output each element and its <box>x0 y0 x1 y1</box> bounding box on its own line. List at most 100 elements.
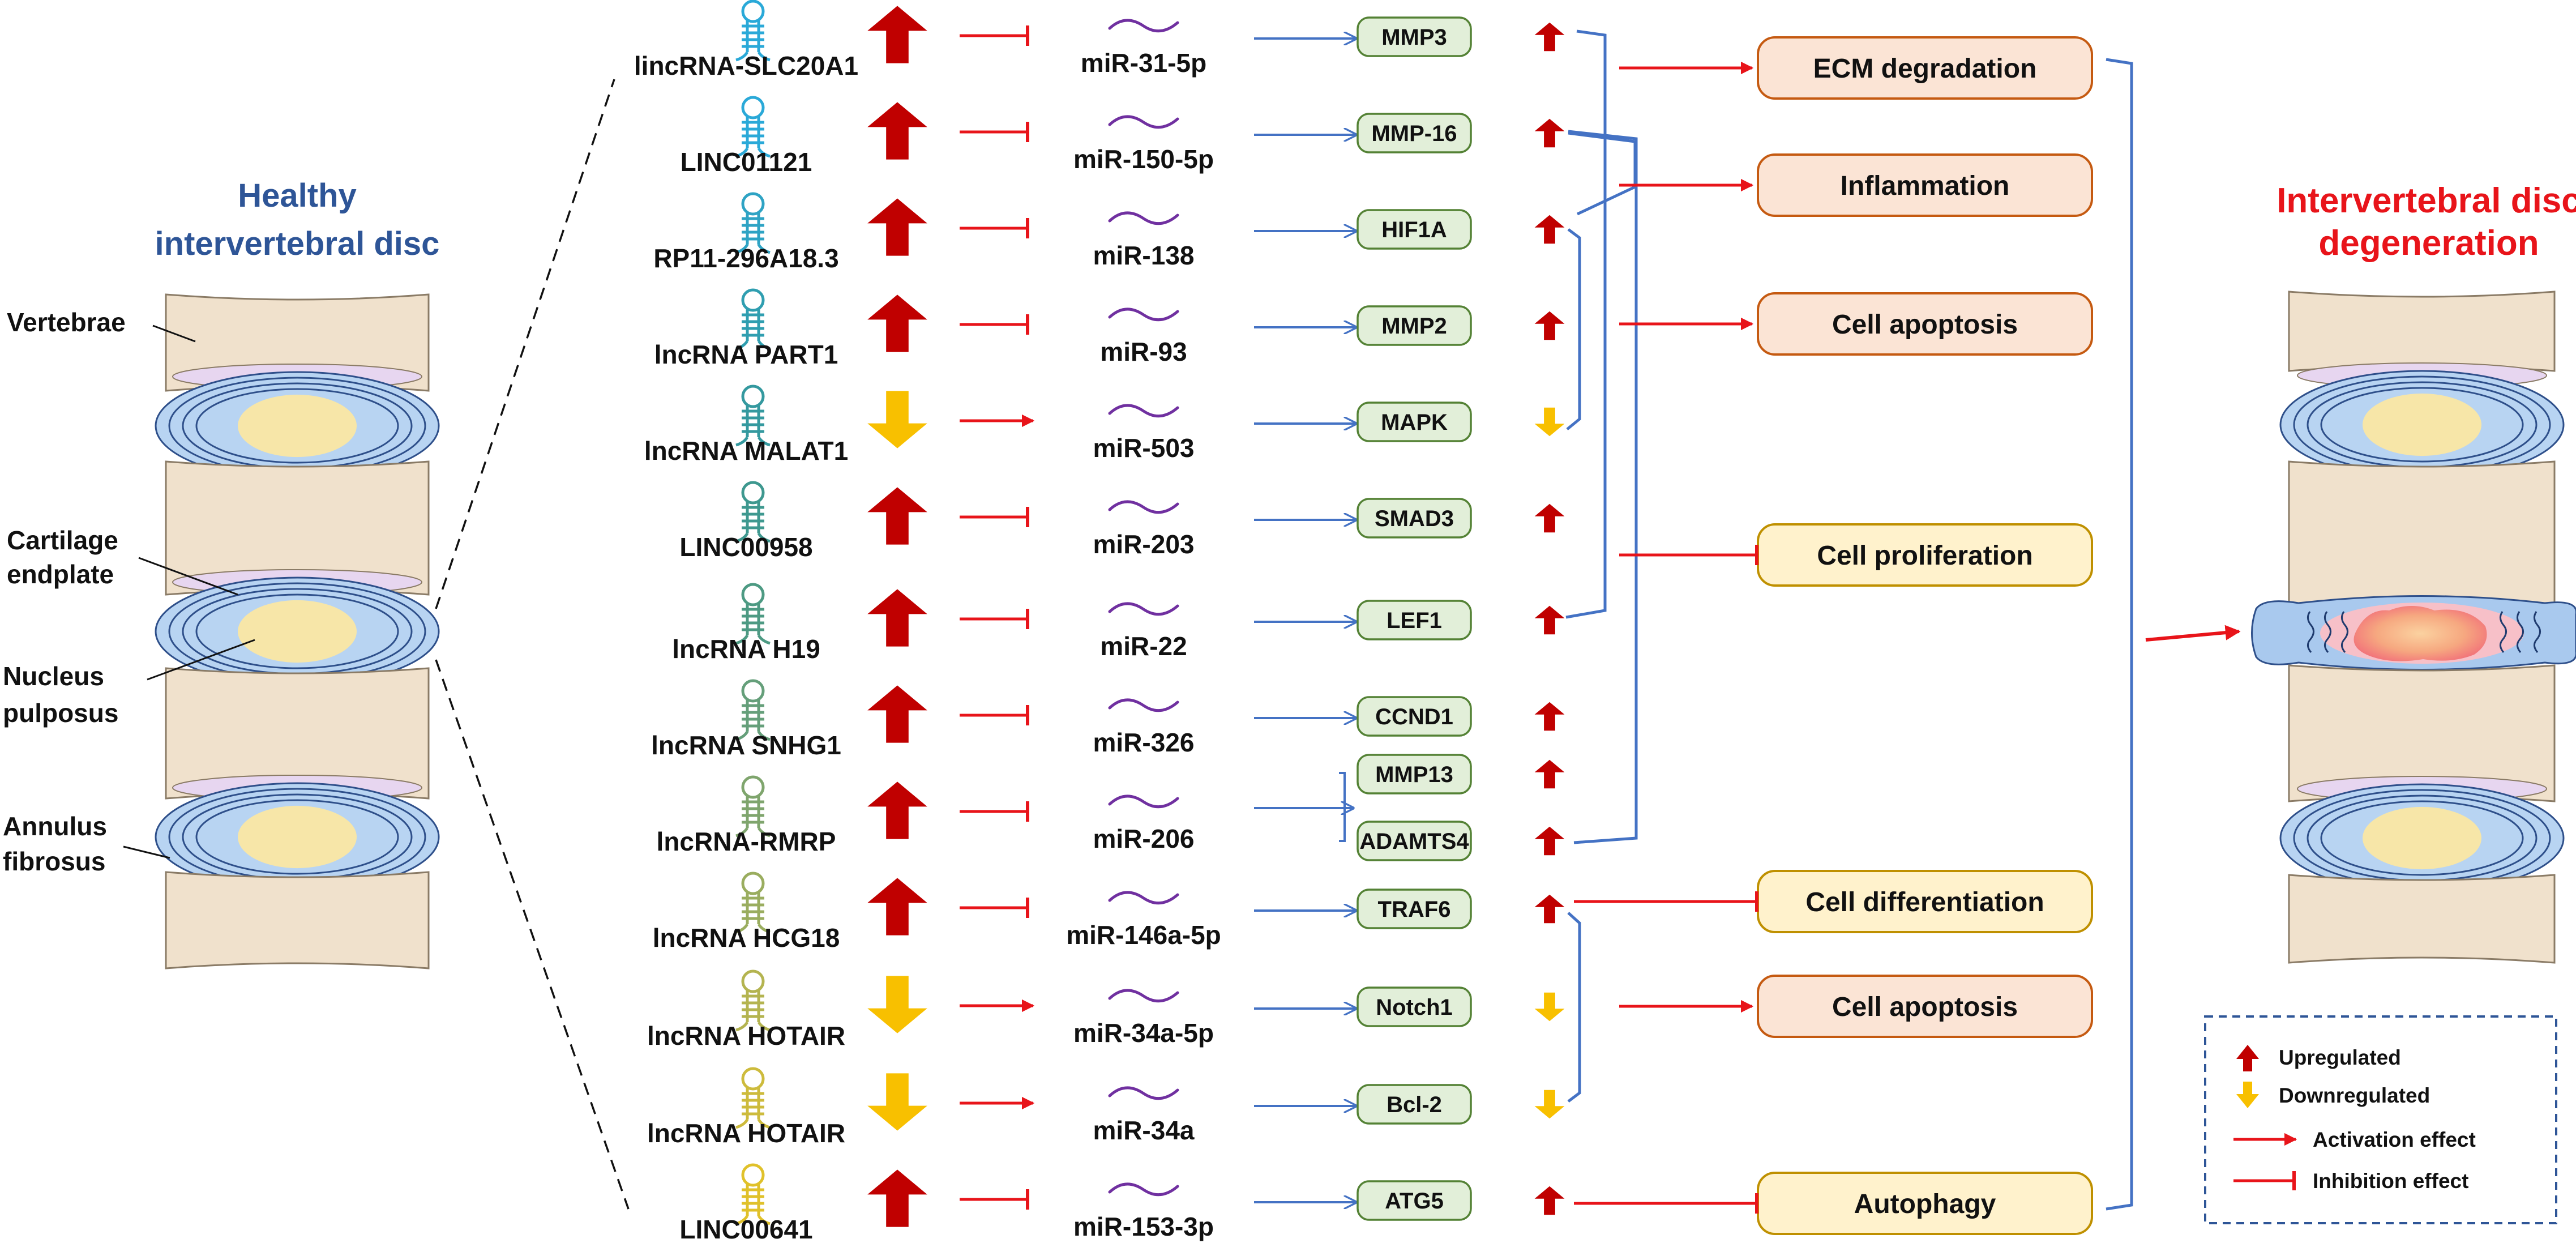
target-up-arrow-icon <box>1534 894 1565 924</box>
outcome-inhibition-connector <box>1574 891 1758 912</box>
legend-frame <box>2204 1015 2557 1224</box>
bracket-ecm <box>1576 29 1607 167</box>
mirna-label: miR-206 <box>1093 824 1195 853</box>
mirna-label: miR-326 <box>1093 728 1195 757</box>
target-box: MMP13 <box>1357 754 1472 795</box>
mirna-squiggle-icon <box>1108 602 1179 616</box>
inhibition-connector <box>960 314 1029 335</box>
lncrna-up-arrow-icon <box>867 487 927 545</box>
inhibition-connector <box>960 507 1029 527</box>
rna-hairpin-icon <box>735 385 771 447</box>
mirna-squiggle-icon <box>1108 989 1179 1003</box>
mirna-label: miR-31-5p <box>1081 48 1206 78</box>
target-up-arrow-icon <box>1534 118 1565 148</box>
mirna-label: miR-22 <box>1100 631 1187 661</box>
target-label: ADAMTS4 <box>1359 829 1469 854</box>
pathway-row: lncRNA PART1 miR-93 MMP2 <box>654 288 1565 369</box>
outcome-box: Cell apoptosis <box>1619 292 2093 356</box>
leader-cartilage <box>138 557 238 596</box>
mirna-label: miR-34a-5p <box>1073 1018 1214 1048</box>
target-box: TRAF6 <box>1357 889 1472 929</box>
target-up-arrow-icon <box>1534 1186 1565 1215</box>
target-label: Notch1 <box>1376 995 1453 1020</box>
label-nucleus-line1: Nucleus <box>3 661 104 691</box>
lncrna-label: lncRNA-RMRP <box>657 827 836 856</box>
target-label: ATG5 <box>1385 1189 1444 1214</box>
target-up-arrow-icon <box>1534 215 1565 244</box>
mirna-label: miR-34a <box>1093 1116 1195 1145</box>
legend-up-label: Upregulated <box>2279 1046 2401 1069</box>
lncrna-label: LINC00958 <box>679 532 812 562</box>
target-box: MMP2 <box>1357 305 1472 346</box>
target-box: ATG5 <box>1357 1180 1472 1221</box>
zoom-line-bottom <box>435 659 630 1210</box>
target-label: MMP-16 <box>1371 121 1457 146</box>
rna-hairpin-icon <box>735 775 771 838</box>
lncrna-up-arrow-icon <box>867 6 927 63</box>
outcome-label: Cell differentiation <box>1805 887 2044 917</box>
target-box: CCND1 <box>1357 696 1472 737</box>
target-up-arrow-icon <box>1534 503 1565 533</box>
label-annulus-line1: Annulus <box>3 811 107 841</box>
inhibition-connector <box>960 705 1029 725</box>
label-vertebrae: Vertebrae <box>7 307 126 337</box>
outcome-label: Cell apoptosis <box>1832 310 2018 340</box>
target-box: LEF1 <box>1357 600 1472 640</box>
legend-inhibition-label: Inhibition effect <box>2313 1169 2468 1193</box>
target-label: MMP2 <box>1381 314 1447 339</box>
rna-hairpin-icon <box>735 192 771 254</box>
mirna-squiggle-icon <box>1108 19 1179 33</box>
mirna-squiggle-icon <box>1108 500 1179 514</box>
outcome-box: ECM degradation <box>1619 36 2093 100</box>
pathway-row: lncRNA H19 miR-22 LEF1 <box>672 583 1565 664</box>
target-box: Bcl-2 <box>1357 1084 1472 1125</box>
rna-hairpin-icon <box>735 0 771 62</box>
mirna-squiggle-icon <box>1108 1086 1179 1100</box>
mirna-label: miR-93 <box>1100 337 1187 366</box>
mirna-squiggle-icon <box>1108 115 1179 129</box>
target-box: MAPK <box>1357 401 1472 442</box>
mirna-squiggle-icon <box>1108 891 1179 905</box>
lncrna-label: lincRNA-SLC20A1 <box>634 51 858 80</box>
lncrna-down-arrow-icon <box>867 1073 927 1131</box>
legend: Upregulated Downregulated Activation eff… <box>2204 1015 2557 1224</box>
target-box: ADAMTS4 <box>1357 821 1472 861</box>
mirna-label: miR-203 <box>1093 529 1195 559</box>
outcome-box: Inflammation <box>1619 153 2093 217</box>
target-down-arrow-icon <box>1534 992 1565 1022</box>
arrow-to-degeneration <box>2145 625 2241 642</box>
target-box: SMAD3 <box>1357 498 1472 539</box>
right-title-line1: Intervertebral disc <box>2277 181 2576 220</box>
bracket-apoptosis-1 <box>1566 228 1581 430</box>
target-label: TRAF6 <box>1378 897 1451 922</box>
mirna-label: miR-503 <box>1093 433 1195 463</box>
outcome-box: Cell apoptosis <box>1619 975 2093 1038</box>
bracket-connectors <box>1565 29 1638 1103</box>
lncrna-up-arrow-icon <box>867 102 927 160</box>
label-annulus-line2: fibrosus <box>3 847 105 876</box>
lncrna-label: lncRNA PART1 <box>654 340 838 369</box>
outcome-label: Cell apoptosis <box>1832 992 2018 1022</box>
bracket-rmrp-a <box>1568 130 1638 844</box>
target-up-arrow-icon <box>1534 22 1565 52</box>
outcome-box: Cell proliferation <box>1619 523 2093 587</box>
rna-hairpin-icon <box>735 1067 771 1129</box>
lncrna-label: lncRNA SNHG1 <box>651 731 841 760</box>
legend-up-icon <box>2236 1045 2259 1071</box>
zoom-line-top <box>435 79 615 609</box>
lncrna-label: lncRNA H19 <box>672 634 820 664</box>
lncrna-label: lncRNA HCG18 <box>653 923 840 952</box>
target-label: Bcl-2 <box>1387 1092 1442 1117</box>
mirna-squiggle-icon <box>1108 211 1179 225</box>
lncrna-up-arrow-icon <box>867 878 927 936</box>
outcome-label: ECM degradation <box>1813 54 2037 84</box>
target-down-arrow-icon <box>1534 407 1565 437</box>
